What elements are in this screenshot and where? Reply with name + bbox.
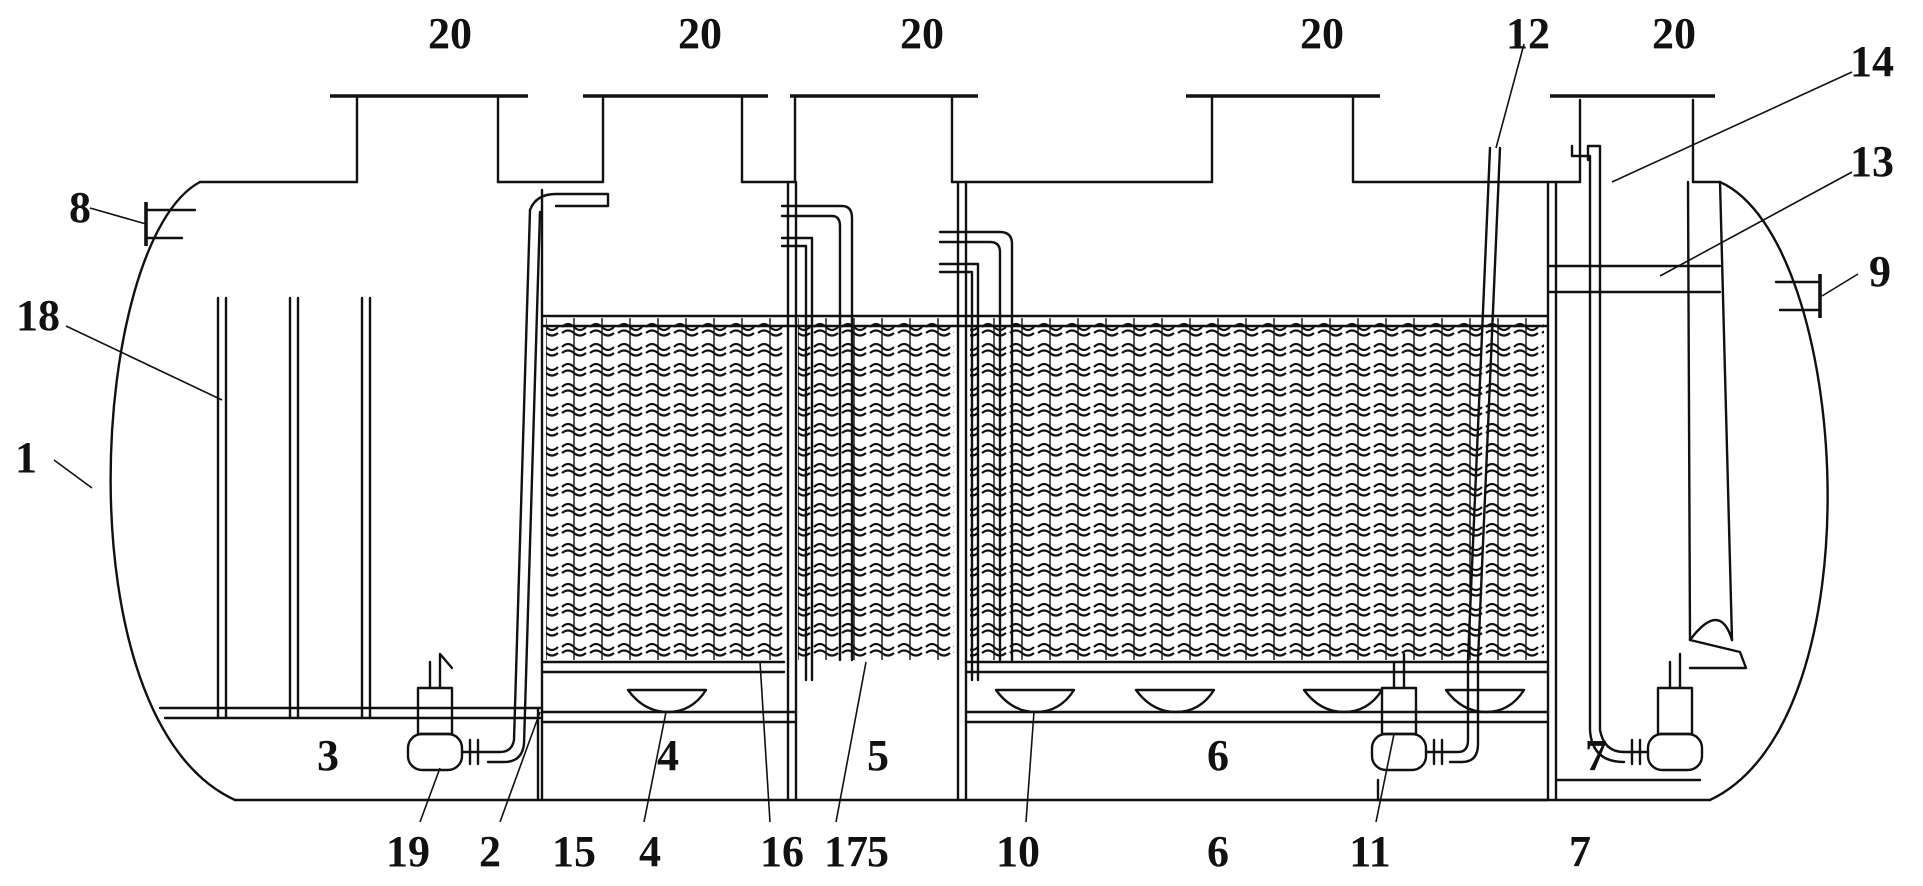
label-15: 15 [552,827,596,876]
label-2: 2 [479,827,501,876]
air-pipes [780,204,1014,682]
label-7-bottom: 7 [1569,827,1591,876]
lift-pump-mid [1370,146,1502,772]
label-19: 19 [386,827,430,876]
label-6: 6 [1207,731,1229,780]
aeration-floor [540,710,1550,724]
outlet-weir [1546,180,1748,670]
biofilm-media [540,314,1550,674]
leader-lines [53,43,1859,823]
label-4: 4 [657,731,679,780]
label-16: 16 [760,827,804,876]
label-4-bottom: 4 [639,827,661,876]
label-10: 10 [996,827,1040,876]
aerator-discs [626,688,1526,714]
label-20-manhole-1: 20 [428,9,472,58]
label-20-manhole-2: 20 [678,9,722,58]
label-20-manhole-3: 20 [900,9,944,58]
outlet-pipe [1774,274,1822,318]
manholes [330,94,1715,184]
label-1: 1 [15,433,37,482]
label-12: 12 [1506,9,1550,58]
label-13: 13 [1850,137,1894,186]
label-7: 7 [1585,731,1607,780]
lift-pump-right [1570,144,1704,772]
label-8: 8 [69,183,91,232]
label-20-manhole-5: 20 [1652,9,1696,58]
lift-pump-left [406,192,610,772]
label-5-bottom: 5 [867,827,889,876]
settling-chamber [158,296,542,802]
partitions [540,180,1702,802]
labels: 20 20 20 20 20 12 14 13 9 8 18 1 3 19 2 … [15,9,1894,876]
label-9: 9 [1869,247,1891,296]
label-5: 5 [867,731,889,780]
label-14: 14 [1850,37,1894,86]
label-3: 3 [317,731,339,780]
label-11: 11 [1349,827,1391,876]
label-6-bottom: 6 [1207,827,1229,876]
label-20-manhole-4: 20 [1300,9,1344,58]
label-18: 18 [16,291,60,340]
label-17: 17 [824,827,868,876]
